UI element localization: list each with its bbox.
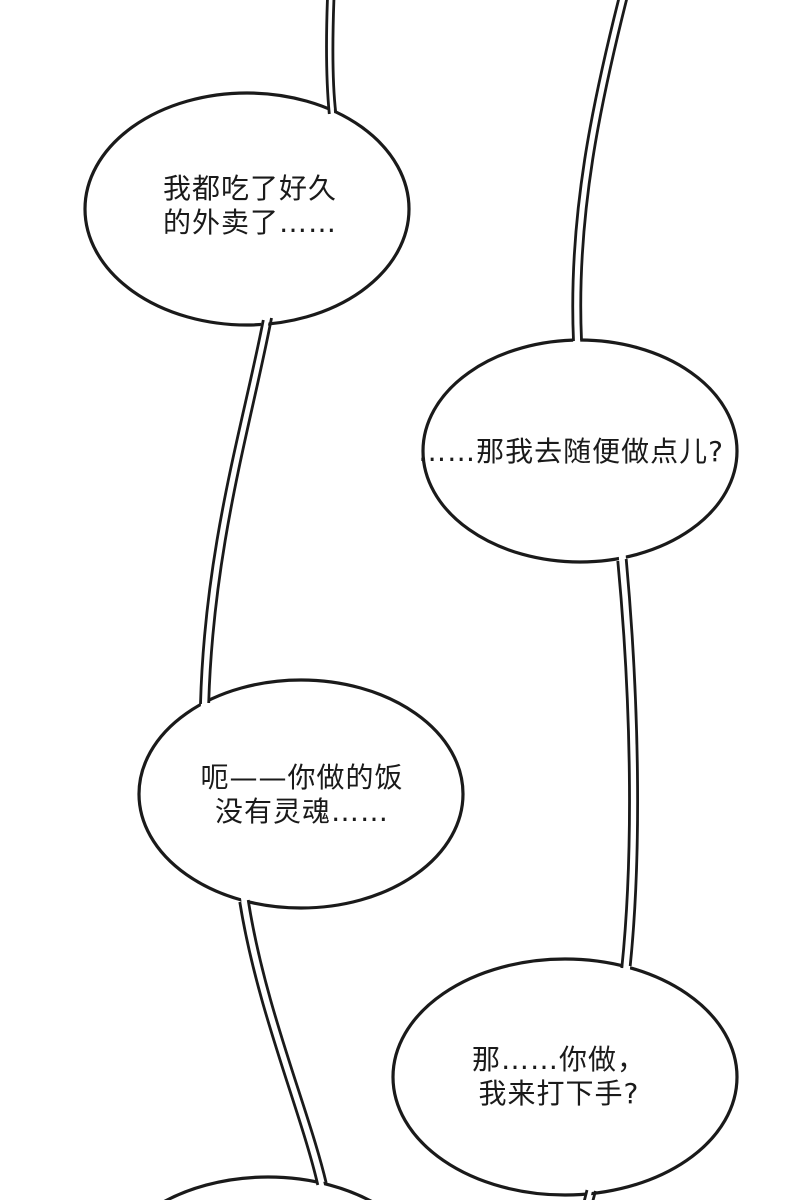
tail-bubble-4-to-bottom-left-line xyxy=(583,1189,589,1200)
speech-bubble-5-partial-outline xyxy=(163,1175,373,1200)
tail-bubble-1-to-bubble-3-left-line xyxy=(199,319,265,705)
text-line: 的外卖了…… xyxy=(162,206,338,239)
tail-top-to-bubble-2-right-line xyxy=(579,0,628,341)
tail-top-to-bubble-2-left-line xyxy=(571,0,620,342)
speech-bubble-4-outline xyxy=(391,957,739,1197)
tail-bubble-1-to-bubble-3-channel xyxy=(200,311,271,717)
tail-bubble-3-to-bubble-5-left-line xyxy=(238,901,320,1186)
tail-bubble-4-to-bottom-channel xyxy=(584,1181,594,1200)
speech-bubble-3-outline xyxy=(137,678,465,910)
speech-bubble-3-text: 呃——你做的饭 没有灵魂…… xyxy=(200,761,403,829)
text-line: 我来打下手? xyxy=(478,1077,640,1110)
text-line: 那……你做， xyxy=(471,1043,647,1076)
tail-top-to-bubble-1-left-line xyxy=(325,0,331,115)
tail-top-to-bubble-1-channel xyxy=(326,0,335,123)
tail-bubble-2-to-bubble-4-right-line xyxy=(624,558,640,967)
text-line: 没有灵魂…… xyxy=(214,795,390,828)
text-line: ……那我去随便做点儿? xyxy=(418,435,724,468)
speech-bubble-2-text: ……那我去随便做点儿? xyxy=(418,435,724,469)
text-line: 我都吃了好久 xyxy=(162,172,338,205)
speech-bubble-4-text: 那……你做， 我来打下手? xyxy=(472,1043,646,1111)
speech-bubble-1-text: 我都吃了好久 的外卖了…… xyxy=(163,172,337,240)
tail-bubble-2-to-bubble-4-left-line xyxy=(616,560,631,969)
tail-top-to-bubble-1-right-line xyxy=(331,0,338,114)
tail-bubble-4-to-bottom-right-line xyxy=(591,1190,597,1200)
tail-bubble-3-to-bubble-5-right-line xyxy=(246,899,328,1184)
tail-bubble-1-to-bubble-3-right-line xyxy=(207,317,273,704)
speech-bubble-1-outline xyxy=(83,91,411,327)
tail-top-to-bubble-2-channel xyxy=(572,0,627,353)
tail-bubble-2-to-bubble-4-channel xyxy=(618,552,638,975)
text-line: 呃——你做的饭 xyxy=(200,761,404,794)
tail-bubble-3-to-bubble-5-channel xyxy=(240,894,326,1193)
